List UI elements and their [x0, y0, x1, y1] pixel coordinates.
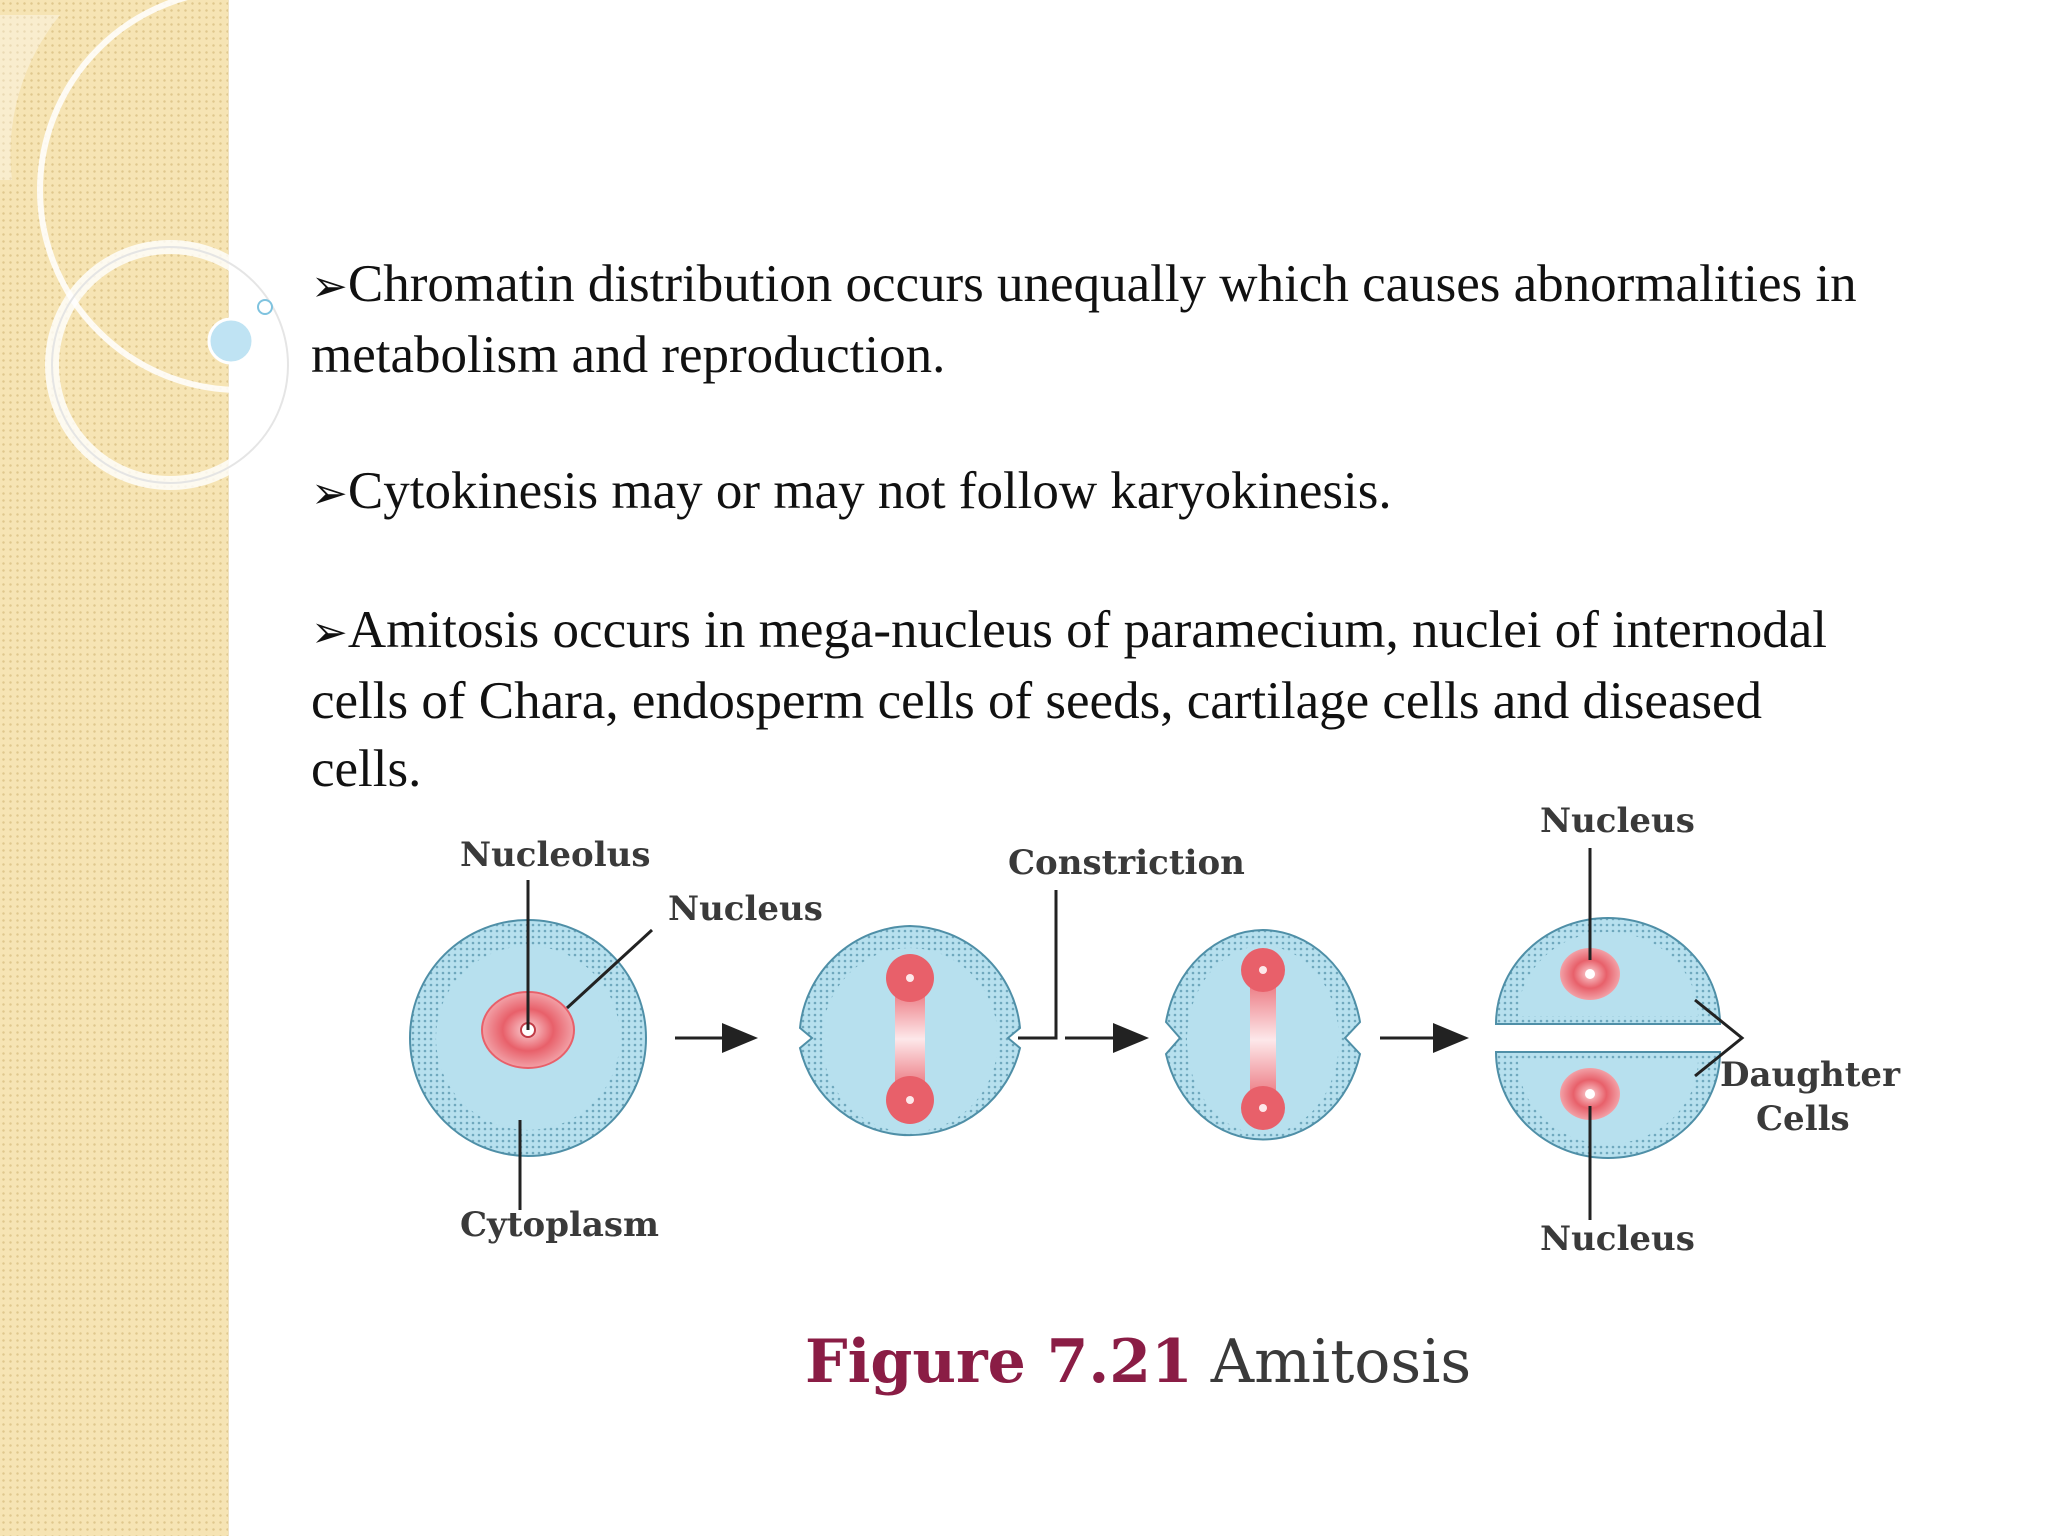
bullet-cytokinesis: ➢Cytokinesis may or may not follow karyo… — [311, 457, 1871, 528]
bullet-text: Amitosis occurs in mega-nucleus of param… — [311, 601, 1828, 798]
label-cells: Cells — [1756, 1099, 1850, 1139]
bullet-amitosis: ➢Amitosis occurs in mega-nucleus of para… — [311, 596, 1871, 803]
label-nucleus-stage1: Nucleus — [668, 889, 823, 929]
bullet-text: Chromatin distribution occurs unequally … — [311, 255, 1857, 384]
stage-1-cell — [409, 880, 654, 1210]
label-daughter: Daughter — [1720, 1055, 1901, 1095]
bullet-chromatin: ➢Chromatin distribution occurs unequally… — [311, 250, 1871, 389]
bullet-list: ➢Chromatin distribution occurs unequally… — [311, 250, 1871, 871]
label-nucleolus: Nucleolus — [460, 835, 651, 875]
arrow-bullet-icon: ➢ — [311, 261, 348, 312]
decorative-rings — [0, 0, 300, 490]
caption-title: Amitosis — [1210, 1327, 1471, 1397]
label-nucleus-top: Nucleus — [1540, 801, 1695, 841]
stage-2-cell — [798, 890, 1058, 1137]
label-constriction: Constriction — [1008, 843, 1245, 883]
arrow-bullet-icon: ➢ — [311, 607, 348, 658]
label-cytoplasm: Cytoplasm — [460, 1205, 659, 1245]
label-nucleus-bottom: Nucleus — [1540, 1219, 1695, 1259]
caption-number: Figure 7.21 — [805, 1327, 1193, 1397]
bullet-text: Cytokinesis may or may not follow karyok… — [347, 462, 1392, 520]
stage-3-cell — [1164, 928, 1362, 1141]
arrow-bullet-icon: ➢ — [311, 468, 348, 519]
daughter-cells — [1494, 848, 1745, 1220]
amitosis-figure: Nucleolus Nucleus Cytoplasm Constriction — [409, 801, 1901, 1397]
